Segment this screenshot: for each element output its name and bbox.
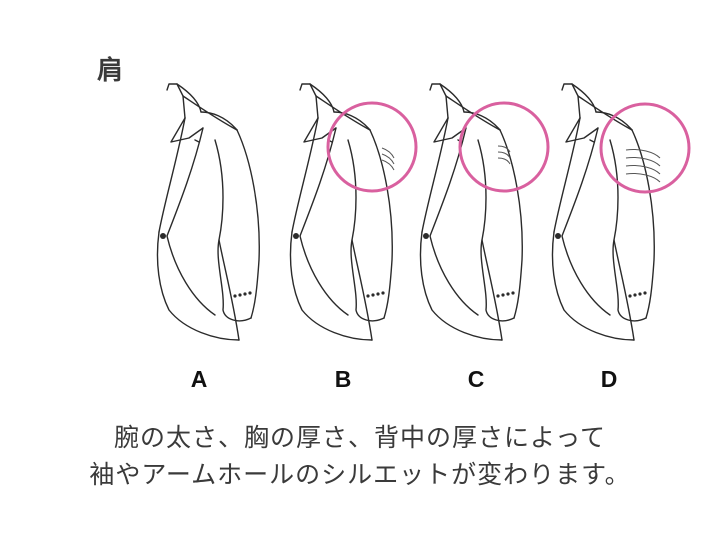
highlight-circle-c [458,101,550,193]
label-a: A [190,366,208,392]
highlight-circle-d [599,102,691,194]
jacket-d [551,83,661,341]
jacket-c [419,83,523,341]
jacket-a [156,83,260,341]
label-b: B [334,366,352,392]
section-heading: 肩 [97,56,124,86]
highlight-circle-b [326,101,418,193]
caption-line-1: 腕の太さ、胸の厚さ、背中の厚さによって [113,423,606,452]
shoulder-wrinkles-d [625,149,661,183]
shoulder-wrinkles-c [497,145,511,165]
label-d: D [600,366,618,392]
shoulder-wrinkles-b [381,147,395,171]
label-c: C [467,366,485,392]
jacket-b [289,83,395,341]
caption-line-2: 袖やアームホールのシルエットが変わります。 [89,460,631,489]
